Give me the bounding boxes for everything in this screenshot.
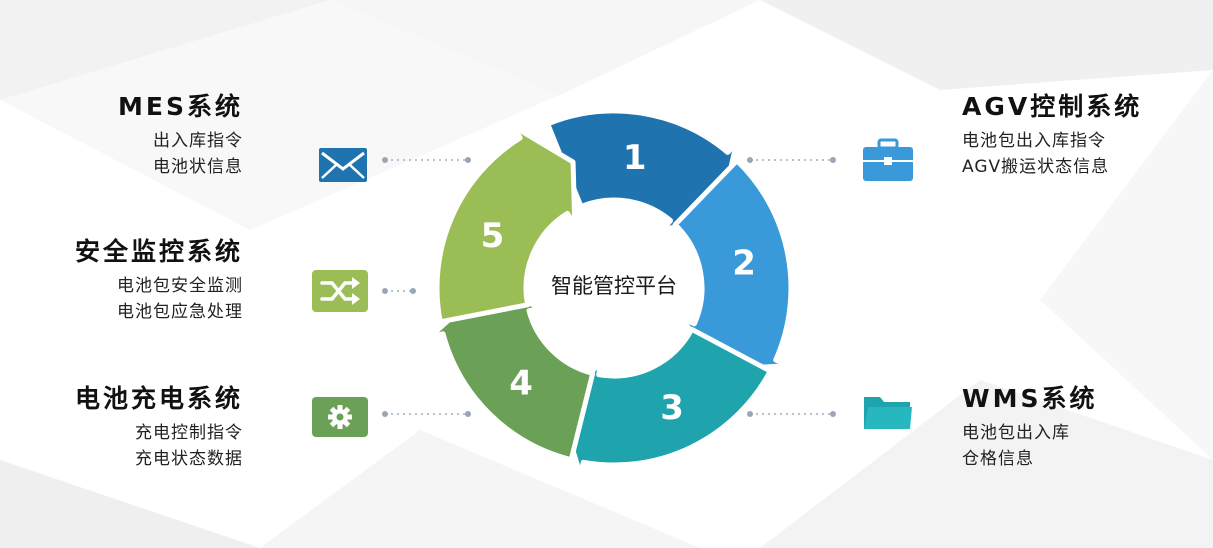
center-label: 智能管控平台: [551, 274, 677, 298]
cycle-number-5: 5: [481, 216, 505, 256]
cycle-number-1: 1: [623, 138, 647, 178]
cycle-segment-5: [434, 123, 578, 325]
cycle-number-3: 3: [660, 388, 684, 428]
mes-system-block: MES系统 出入库指令 电池状信息: [118, 92, 243, 180]
agv-line-2: AGV搬运状态信息: [962, 157, 1110, 177]
safety-title: 安全监控系统: [74, 237, 243, 266]
folder-icon: [864, 397, 912, 429]
wms-system-block: WMS系统 电池包出入库 仓格信息: [962, 384, 1097, 472]
shuffle-icon: [312, 270, 368, 312]
safety-system-block: 安全监控系统 电池包安全监测 电池包应急处理: [75, 237, 243, 325]
briefcase-icon: [863, 138, 913, 181]
safety-line-1: 电池包安全监测: [117, 276, 243, 296]
cycle-segment-2: [672, 158, 794, 373]
charging-line-1: 充电控制指令: [135, 423, 243, 443]
cycle-segment-3: [557, 326, 773, 479]
cycle-segment-4: [427, 287, 596, 463]
cycle-number-4: 4: [509, 364, 533, 404]
agv-line-1: 电池包出入库指令: [962, 131, 1106, 151]
mes-line-1: 出入库指令: [153, 131, 243, 151]
cycle-number-2: 2: [732, 244, 756, 284]
agv-title: AGV控制系统: [962, 92, 1143, 121]
mes-title: MES系统: [118, 92, 243, 121]
charging-line-2: 充电状态数据: [135, 449, 243, 469]
wms-title: WMS系统: [962, 384, 1098, 413]
charging-title: 电池充电系统: [74, 384, 243, 413]
wms-line-1: 电池包出入库: [962, 423, 1070, 443]
envelope-icon: [319, 148, 367, 182]
agv-system-block: AGV控制系统 电池包出入库指令 AGV搬运状态信息: [962, 92, 1142, 180]
cycle-segment-1: [545, 108, 740, 234]
charging-system-block: 电池充电系统 充电控制指令 充电状态数据: [75, 384, 243, 472]
safety-line-2: 电池包应急处理: [117, 302, 243, 322]
wms-line-2: 仓格信息: [962, 449, 1034, 469]
mes-line-2: 电池状信息: [153, 157, 243, 177]
gear-icon: [312, 397, 368, 437]
